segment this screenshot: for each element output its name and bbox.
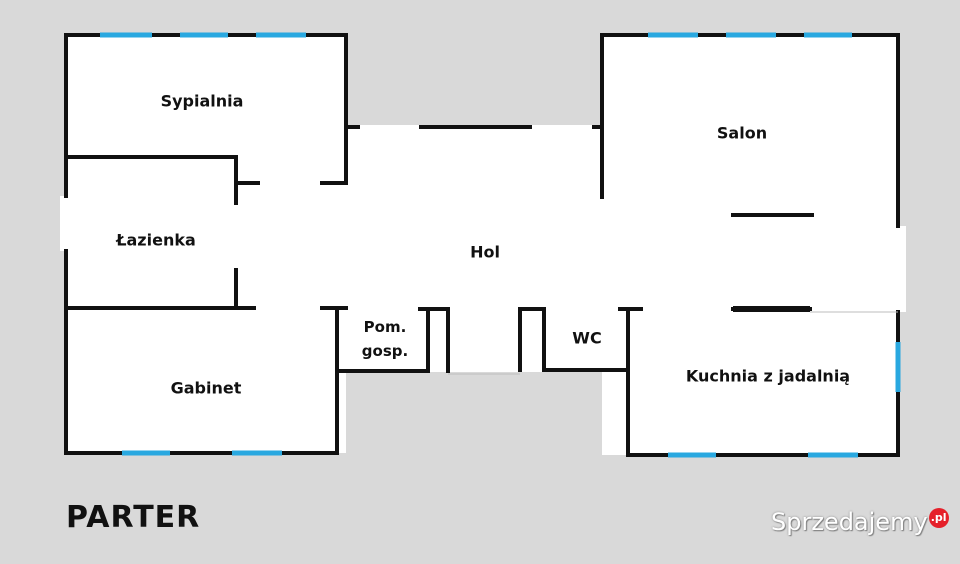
watermark-logo: Sprzedajemy.pl [771,508,949,536]
room-label-pom-gosp: Pom. gosp. [362,315,408,363]
plan-title: PARTER [66,500,201,535]
room-label-lazienka: Łazienka [116,230,196,250]
room-label-gabinet: Gabinet [170,378,242,398]
room-label-pom-gosp-line2: gosp. [361,342,409,360]
room-label-kuchnia: Kuchnia z jadalnią [685,366,851,386]
watermark-badge: .pl [928,508,949,528]
room-label-sypialnia: Sypialnia [160,91,244,111]
room-label-pom-gosp-line1: Pom. [363,318,407,336]
room-label-hol: Hol [470,242,500,262]
watermark-text: Sprzedajemy [771,508,928,536]
windows [100,32,901,458]
floor-area [60,35,906,455]
room-label-salon: Salon [716,123,768,143]
room-label-wc: WC [572,328,602,348]
